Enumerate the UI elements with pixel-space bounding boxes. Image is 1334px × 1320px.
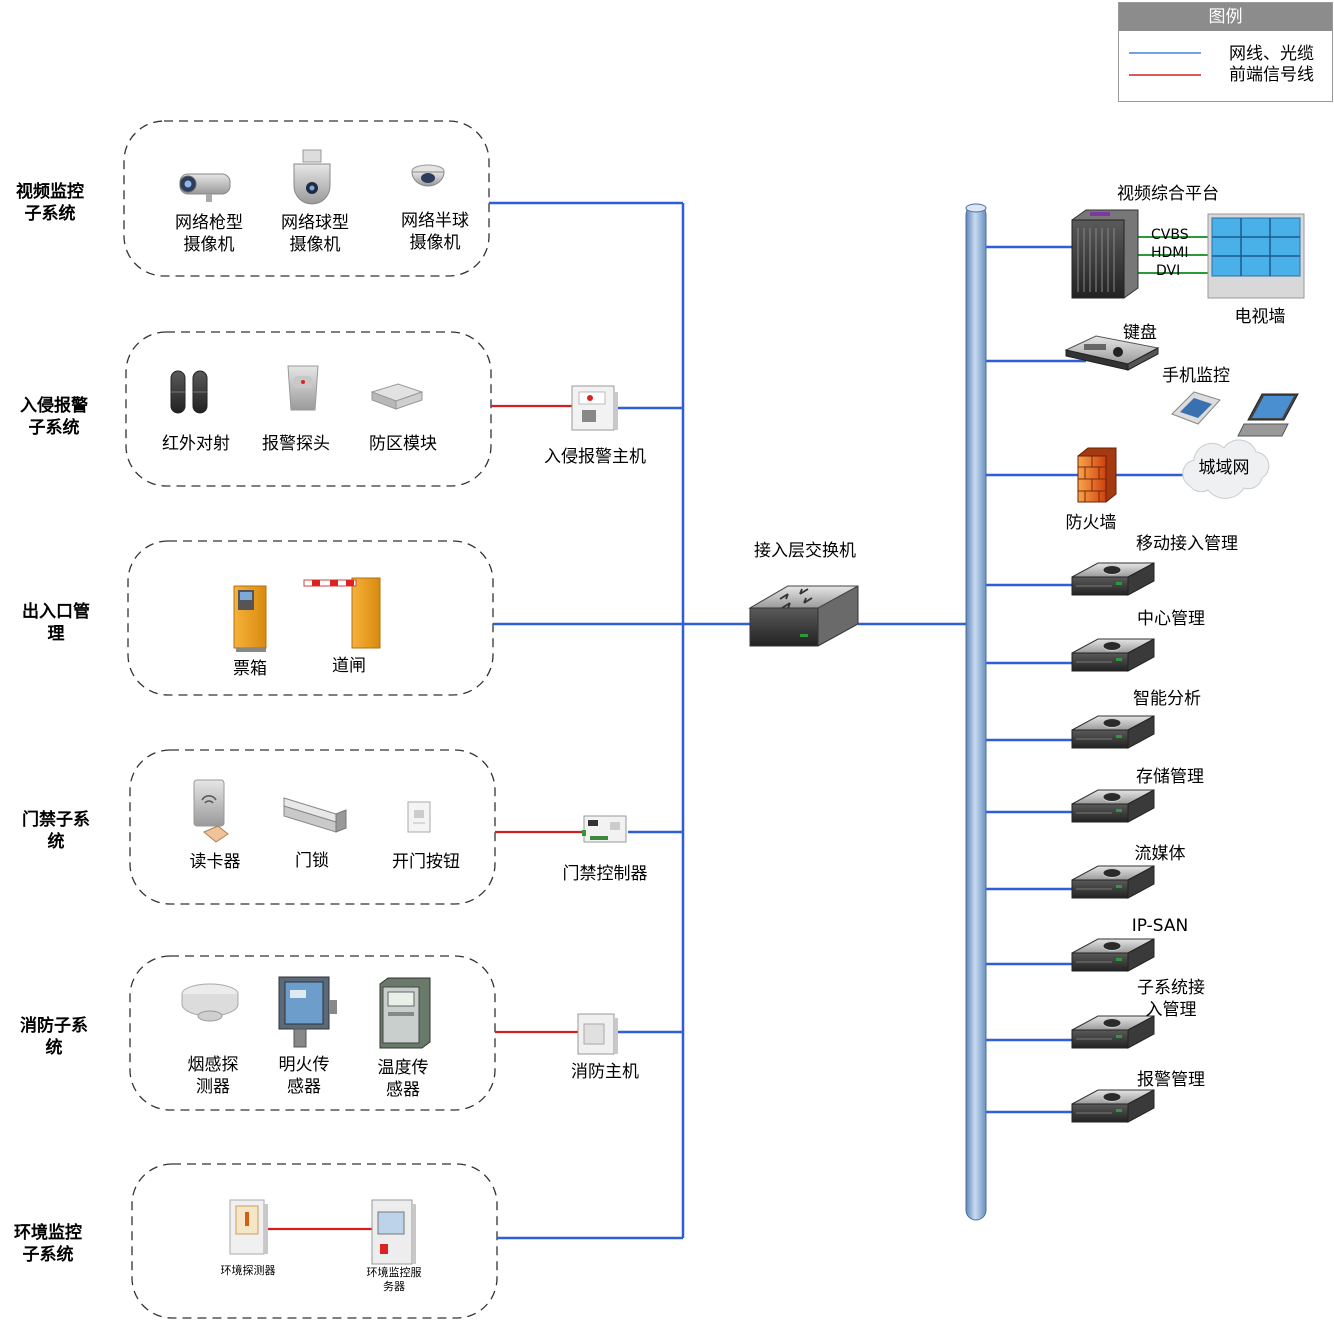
ticket-box-icon	[233, 585, 267, 652]
signal-label-hdmi: HDMI	[1151, 245, 1189, 261]
flame-sensor-icon	[278, 976, 337, 1048]
device-label-half-dome-camera: 网络半球 摄像机	[401, 211, 469, 253]
mobile-monitor-icon[interactable]	[1171, 391, 1299, 437]
environment-server-icon	[371, 1199, 416, 1265]
device-label-environment-server: 环境监控服 务器	[366, 1266, 422, 1293]
legend-panel: 图例 网线、光缆 前端信号线	[1118, 2, 1333, 102]
door-lock-icon	[283, 797, 347, 833]
legend-title: 图例	[1119, 3, 1332, 31]
wan-label: 城域网	[1198, 458, 1250, 478]
half-dome-camera-icon	[411, 164, 445, 187]
server-label-center-management: 中心管理	[1137, 609, 1205, 629]
card-reader-icon	[193, 779, 229, 843]
group-fire	[129, 955, 496, 1111]
server-ip-san-icon[interactable]	[1071, 938, 1155, 972]
signal-label-dvi: DVI	[1156, 263, 1181, 279]
device-label-smoke-detector: 烟感探 测器	[187, 1055, 239, 1097]
firewall-icon[interactable]	[1077, 447, 1117, 503]
zone-module-icon	[370, 383, 424, 410]
barrier-gate-icon	[303, 577, 381, 649]
video-platform-icon[interactable]	[1071, 209, 1139, 299]
subsystem-title-entrance: 出入口管 理	[22, 602, 90, 644]
device-label-dome-camera: 网络球型 摄像机	[281, 213, 349, 255]
platform-label: 视频综合平台	[1117, 184, 1219, 204]
device-label-temperature-sensor: 温度传 感器	[377, 1058, 429, 1100]
device-label-bullet-camera: 网络枪型 摄像机	[175, 213, 243, 255]
firewall-label: 防火墙	[1065, 513, 1117, 533]
legend-label-network: 网线、光缆	[1229, 44, 1314, 64]
group-environment	[131, 1163, 498, 1319]
device-label-zone-module: 防区模块	[369, 434, 437, 454]
dome-camera-icon	[293, 149, 331, 205]
smoke-detector-icon	[181, 983, 239, 1022]
subsystem-title-intrusion: 入侵报警 子系统	[20, 396, 88, 438]
server-storage-management-icon[interactable]	[1071, 789, 1155, 823]
server-center-management-icon[interactable]	[1071, 638, 1155, 672]
core-bus	[965, 203, 987, 1221]
device-label-ticket-box: 票箱	[233, 659, 267, 679]
infrared-beam-icon	[170, 370, 208, 414]
alarm-detector-icon	[287, 365, 319, 411]
access-controller-icon	[582, 815, 627, 843]
exit-button-icon	[407, 801, 431, 833]
subsystem-title-environment: 环境监控 子系统	[14, 1223, 82, 1265]
device-label-door-lock: 门锁	[295, 851, 329, 871]
legend-label-signal: 前端信号线	[1229, 65, 1314, 85]
intrusion-host-icon	[571, 385, 618, 431]
device-label-alarm-detector: 报警探头	[262, 434, 330, 454]
bullet-camera-icon	[179, 173, 231, 202]
device-label-exit-button: 开门按钮	[392, 852, 460, 872]
server-label-ip-san: IP-SAN	[1131, 916, 1189, 936]
keyboard-icon[interactable]	[1064, 335, 1160, 371]
host-label-intrusion: 入侵报警主机	[544, 447, 646, 467]
legend-line-signal	[1129, 74, 1201, 76]
fire-host-icon	[577, 1013, 618, 1055]
wan-cloud-icon[interactable]	[1182, 439, 1270, 499]
group-entrance	[127, 540, 494, 696]
subsystem-title-access: 门禁子系 统	[22, 810, 90, 852]
switch-label: 接入层交换机	[754, 541, 856, 561]
server-subsystem-access-icon[interactable]	[1071, 1015, 1155, 1049]
server-label-streaming-media: 流媒体	[1134, 844, 1186, 864]
server-label-mobile-access: 移动接入管理	[1136, 534, 1238, 554]
server-intelligent-analysis-icon[interactable]	[1071, 715, 1155, 749]
mobile-monitor-label: 手机监控	[1162, 366, 1230, 386]
group-access	[129, 749, 496, 905]
tv-wall-icon[interactable]	[1207, 213, 1305, 299]
temperature-sensor-icon	[379, 977, 431, 1049]
device-label-environment-detector: 环境探测器	[220, 1264, 276, 1277]
server-label-alarm-management: 报警管理	[1137, 1070, 1205, 1090]
device-label-card-reader: 读卡器	[189, 852, 241, 872]
access-switch-icon[interactable]	[748, 585, 859, 647]
tv-wall-label: 电视墙	[1234, 307, 1286, 327]
host-label-fire: 消防主机	[571, 1062, 639, 1082]
server-streaming-media-icon[interactable]	[1071, 865, 1155, 899]
legend-line-network	[1129, 52, 1201, 54]
server-alarm-management-icon[interactable]	[1071, 1089, 1155, 1123]
environment-detector-icon	[229, 1199, 268, 1255]
group-intrusion	[125, 331, 492, 487]
group-video	[123, 120, 490, 277]
host-label-access-controller: 门禁控制器	[562, 864, 648, 884]
subsystem-title-video: 视频监控 子系统	[16, 182, 84, 224]
server-mobile-access-icon[interactable]	[1071, 562, 1155, 596]
signal-label-cvbs: CVBS	[1151, 227, 1189, 243]
device-label-barrier-gate: 道闸	[332, 656, 366, 676]
keyboard-label: 键盘	[1123, 323, 1157, 343]
server-label-subsystem-access: 子系统接 入管理	[1137, 978, 1205, 1020]
server-label-storage-management: 存储管理	[1136, 767, 1204, 787]
device-label-flame-sensor: 明火传 感器	[278, 1055, 330, 1097]
server-label-intelligent-analysis: 智能分析	[1133, 689, 1201, 709]
device-label-infrared-beam: 红外对射	[162, 434, 230, 454]
subsystem-title-fire: 消防子系 统	[20, 1016, 88, 1058]
